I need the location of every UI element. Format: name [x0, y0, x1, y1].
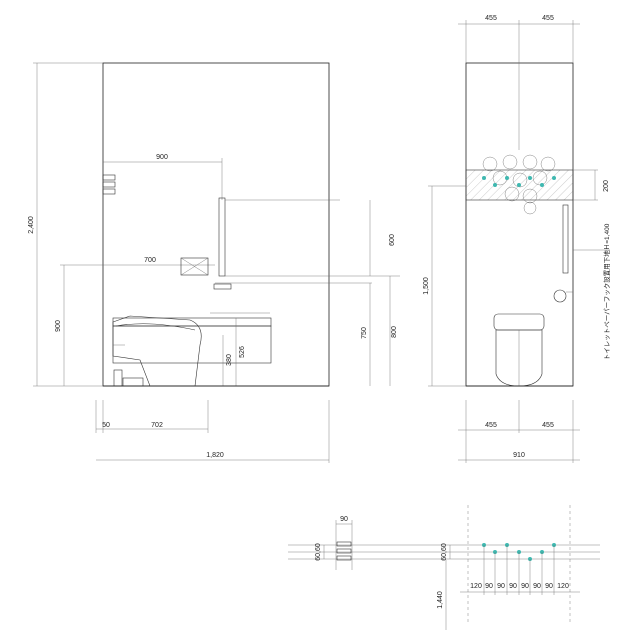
left-50-label: 50 [102, 422, 110, 429]
spacing-label: 90 [533, 583, 541, 590]
vent-box [180, 257, 209, 276]
detail-6060-left: 60,60 [315, 543, 322, 561]
spacing-label: 90 [545, 583, 553, 590]
paper-hook-note: トイレットペーパーフック設置用下地Ｈ=1,400 [602, 223, 611, 360]
left-600-label: 600 [389, 234, 396, 246]
left-elevation: 2,400 900 700 900 600 800 [28, 62, 400, 463]
right-top-455-left: 455 [485, 15, 497, 22]
right-top-455-right: 455 [542, 15, 554, 22]
right-bottom-455-right: 455 [542, 422, 554, 429]
toilet-side [112, 315, 202, 387]
detail-90-top: 90 [340, 516, 348, 523]
right-200-label: 200 [603, 180, 610, 192]
vertical-grab-bar [218, 197, 226, 277]
left-702-label: 702 [151, 422, 163, 429]
right-1500-label: 1,500 [423, 277, 430, 295]
anchor-points [482, 176, 556, 187]
detail-drawing: 90 60,60 60,60 [288, 505, 600, 630]
spacing-label: 120 [557, 583, 569, 590]
left-900-horizontal-label: 900 [156, 154, 168, 161]
right-bottom-455-left: 455 [485, 422, 497, 429]
spacing-label: 90 [521, 583, 529, 590]
toilet-front [493, 313, 545, 387]
paper-holder [213, 283, 232, 290]
left-750-label: 750 [361, 327, 368, 339]
left-526-label: 526 [239, 346, 246, 358]
left-700-label: 700 [144, 257, 156, 264]
left-height-label: 2,400 [28, 216, 35, 234]
right-elevation: 455 455 [423, 15, 611, 463]
spacing-label: 90 [485, 583, 493, 590]
left-380-label: 380 [226, 354, 233, 366]
left-room-outline [102, 62, 330, 387]
detail-1440: 1,440 [437, 591, 444, 609]
paper-holder-front [553, 289, 567, 303]
wall-shelf [102, 174, 116, 195]
right-room-outline [465, 62, 574, 387]
spacing-label: 90 [497, 583, 505, 590]
left-900-vertical-label: 900 [55, 320, 62, 332]
detail-6060-right: 60,60 [441, 543, 448, 561]
left-800-label: 800 [391, 326, 398, 338]
counter [112, 312, 272, 364]
detail-spacing-labels: 120 90 90 90 90 90 90 120 [470, 583, 569, 590]
right-width-910: 910 [513, 452, 525, 459]
side-grab-bar [562, 204, 569, 274]
spacing-label: 90 [509, 583, 517, 590]
spacing-label: 120 [470, 583, 482, 590]
left-width-label: 1,820 [206, 452, 224, 459]
